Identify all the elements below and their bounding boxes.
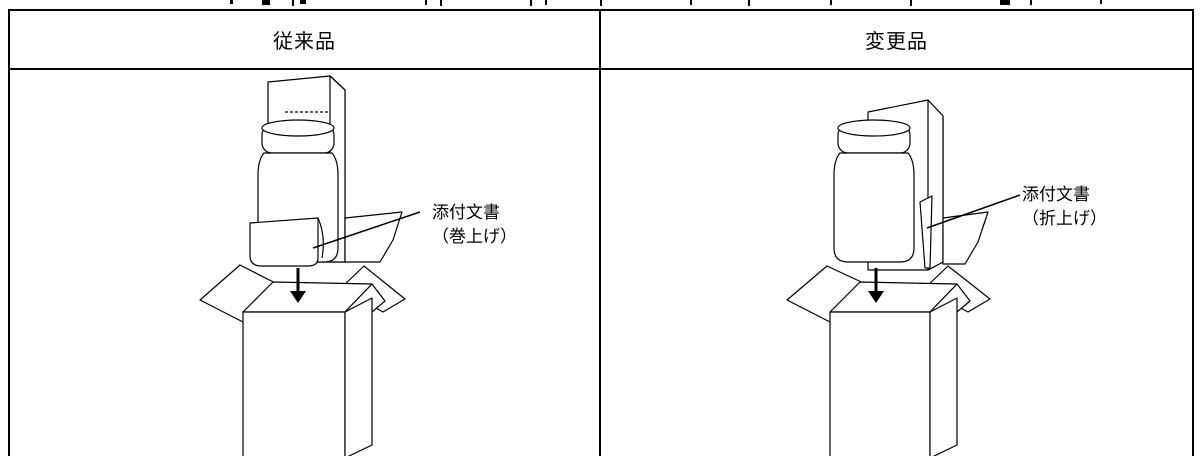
conventional-packaging-illustration bbox=[199, 75, 421, 456]
leaflet-label-sub: （折上げ） bbox=[1022, 209, 1107, 229]
leaflet-label-rolled: 添付文書 （巻上げ） bbox=[432, 201, 517, 249]
comparison-table bbox=[8, 9, 1194, 456]
header-divider bbox=[8, 68, 1194, 70]
leaflet-label-sub: （巻上げ） bbox=[432, 227, 517, 247]
header-conventional: 従来品 bbox=[273, 29, 336, 53]
leaflet-label-title: 添付文書 bbox=[432, 203, 500, 223]
column-divider bbox=[599, 9, 601, 456]
header-modified: 変更品 bbox=[865, 29, 928, 53]
leaflet-label-title: 添付文書 bbox=[1022, 185, 1090, 205]
cropped-caption-strip bbox=[0, 0, 1202, 8]
leaflet-label-folded: 添付文書 （折上げ） bbox=[1022, 183, 1107, 231]
